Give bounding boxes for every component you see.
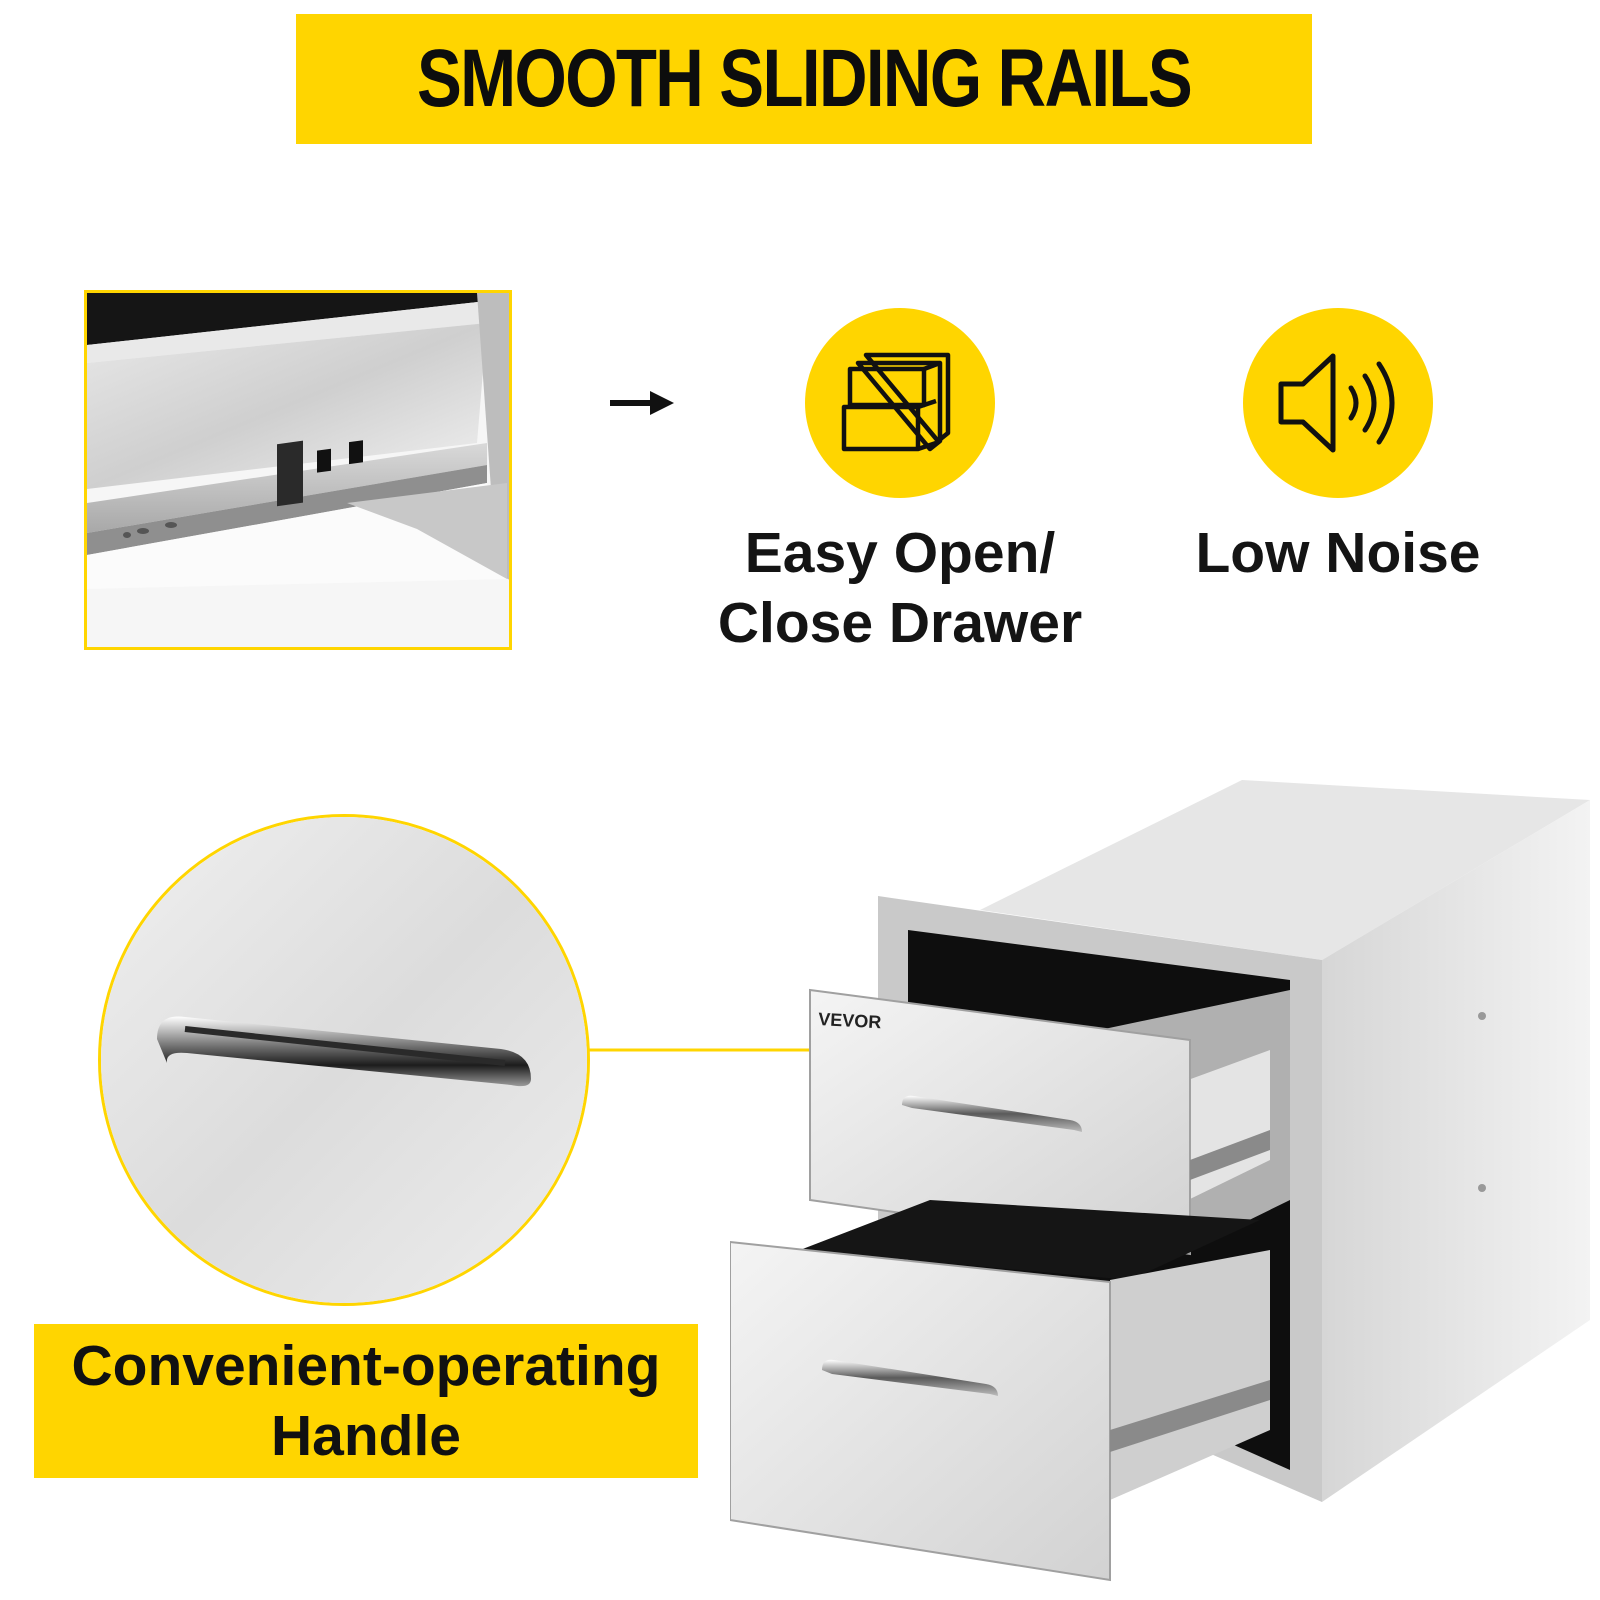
feature-circle bbox=[805, 308, 995, 498]
handle-zoom-image bbox=[98, 814, 590, 1306]
handle-callout-line2: Handle bbox=[270, 1404, 462, 1468]
feature-easy-open: Easy Open/ Close Drawer bbox=[700, 308, 1100, 658]
feature-label-line1: Easy Open/ bbox=[744, 521, 1056, 585]
title-banner: SMOOTH SLIDING RAILS bbox=[296, 14, 1312, 144]
feature-label: Easy Open/ Close Drawer bbox=[700, 518, 1100, 658]
drawer-unit-image: VEVOR bbox=[730, 780, 1590, 1582]
speaker-icon bbox=[1278, 353, 1395, 453]
handle-callout-box: Convenient-operating Handle bbox=[34, 1324, 698, 1478]
arrow-right-icon bbox=[610, 391, 674, 415]
handle-callout-label: Convenient-operating Handle bbox=[71, 1331, 660, 1471]
feature-low-noise: Low Noise bbox=[1148, 308, 1528, 588]
drawer-icon bbox=[841, 352, 951, 452]
rail-closeup-image bbox=[84, 290, 512, 650]
feature-label: Low Noise bbox=[1195, 521, 1481, 585]
page-title: SMOOTH SLIDING RAILS bbox=[416, 33, 1193, 124]
handle-callout-line1: Convenient-operating bbox=[71, 1334, 661, 1398]
feature-circle bbox=[1243, 308, 1433, 498]
feature-label-line2: Close Drawer bbox=[717, 591, 1083, 655]
brand-logo: VEVOR bbox=[818, 1009, 882, 1032]
